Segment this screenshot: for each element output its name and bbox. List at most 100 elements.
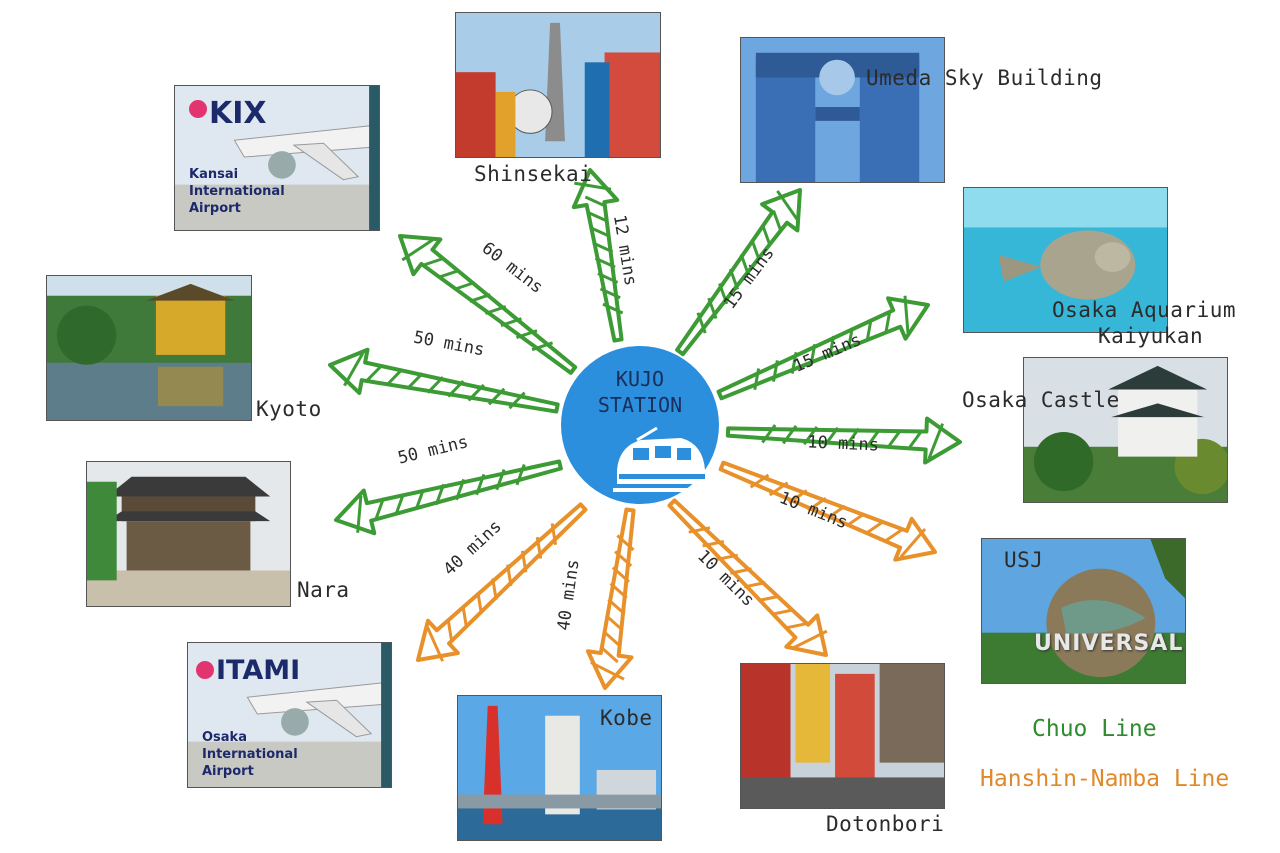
arrow-hatch	[467, 383, 485, 402]
arrow-hatch	[475, 473, 486, 496]
arrow-hatch	[716, 553, 738, 562]
arrow-hatch	[865, 428, 881, 448]
arrow-hatch	[599, 287, 621, 300]
kix-code: KIX	[209, 96, 267, 131]
arrow-hatch	[592, 241, 614, 254]
hub-title-line1: KUJO	[615, 367, 665, 391]
arrow-hatch	[865, 319, 873, 342]
arrow-hatch	[772, 210, 783, 232]
arrow-hatch	[790, 352, 798, 374]
travel-time-kix: 60 mins	[478, 238, 547, 298]
arrow-nara: 50 mins	[334, 432, 563, 536]
arrow-hatch	[884, 311, 892, 334]
arrow-shape-nara	[334, 459, 563, 536]
usj-label: USJ	[1004, 548, 1044, 572]
hub-title: KUJO STATION	[561, 366, 719, 418]
arrow-kobe: 40 mins	[554, 507, 636, 690]
kyoto-label: Kyoto	[256, 397, 322, 421]
arrow-hatch	[846, 327, 854, 350]
arrow-hatch	[883, 527, 904, 543]
arrow-hatch	[356, 495, 363, 533]
kobe-port-tower-photo	[457, 695, 662, 841]
arrow-hatch	[802, 425, 819, 446]
arrow-hatch	[771, 608, 794, 616]
arrow-hatch	[728, 268, 740, 290]
travel-time-castle: 10 mins	[807, 432, 879, 455]
arrow-hatch	[730, 567, 752, 575]
arrow-hatch	[757, 594, 780, 603]
arrow-hatch	[609, 582, 628, 600]
arrow-shape-castle	[725, 416, 962, 465]
arrow-hatch	[702, 540, 725, 548]
castle-label: Osaka Castle	[962, 388, 1120, 412]
arrow-hatch	[446, 619, 454, 642]
shinsekai-label: Shinsekai	[474, 162, 593, 186]
arrow-hatch	[500, 317, 522, 327]
travel-time-kobe: 40 mins	[554, 558, 584, 632]
arrow-dotonbori: 10 mins	[667, 498, 828, 657]
kobe-label: Kobe	[600, 706, 653, 730]
arrow-hatch	[574, 181, 612, 191]
arrow-hatch	[520, 550, 528, 573]
arrow-hatch	[739, 253, 750, 276]
dotonbori-label: Dotonbori	[826, 812, 945, 836]
arrow-hatch	[584, 195, 606, 208]
itami-airport-photo: ITAMI Osaka International Airport	[187, 642, 392, 788]
kix-name-3: Airport	[189, 201, 241, 216]
arrow-usj: 10 mins	[718, 460, 937, 562]
arrow-hatch	[826, 504, 846, 520]
arrow-hatch	[809, 343, 817, 366]
aquarium-seal-photo	[963, 187, 1168, 333]
travel-time-kyoto: 50 mins	[412, 328, 486, 361]
arrow-hatch	[605, 614, 624, 632]
arrow-hatch	[611, 566, 630, 583]
arrow-hatch	[406, 372, 424, 390]
itami-code: ITAMI	[216, 655, 301, 686]
arrow-hatch	[600, 646, 619, 664]
arrow-hatch	[484, 305, 507, 315]
arrow-hatch	[590, 661, 625, 681]
kix-airport-photo: KIX Kansai International Airport	[174, 85, 380, 231]
arrow-hatch	[385, 368, 404, 386]
arrow-hatch	[447, 380, 465, 398]
arrow-hatch	[506, 564, 513, 587]
nara-label: Nara	[297, 578, 350, 602]
osaka-castle-photo	[1023, 357, 1228, 503]
arrow-kix: 60 mins	[398, 234, 578, 375]
kyoto-kinkakuji-photo	[46, 275, 252, 421]
itami-name-1: Osaka	[202, 730, 247, 745]
arrow-hatch	[616, 534, 635, 551]
arrow-hatch	[535, 536, 543, 559]
arrow-hatch	[864, 520, 885, 535]
arrow-hatch	[602, 302, 624, 315]
travel-time-itami: 40 mins	[440, 517, 506, 580]
arrow-hatch	[597, 272, 619, 284]
arrow-hatch	[807, 497, 827, 512]
arrow-hatch	[828, 335, 835, 358]
arrow-hatch	[365, 364, 383, 383]
arrow-hatch	[589, 226, 611, 238]
kix-name-1: Kansai	[189, 167, 239, 182]
arrow-hatch	[772, 360, 779, 382]
arrow-umeda: 15 mins	[675, 188, 802, 357]
arrow-hatch	[343, 352, 365, 387]
kix-logo-icon	[189, 100, 207, 118]
arrow-hatch	[487, 387, 506, 406]
arrow-hatch	[845, 512, 866, 528]
arrow-hatch	[401, 238, 435, 262]
arrow-hatch	[707, 297, 718, 319]
arrow-hatch	[886, 429, 902, 449]
kix-name-2: International	[189, 184, 285, 199]
itami-name-3: Airport	[202, 764, 254, 779]
arrow-shape-usj	[718, 460, 937, 562]
arrow-hatch	[531, 341, 554, 352]
travel-time-aquarium: 15 mins	[791, 330, 865, 377]
legend-chuo-line: Chuo Line	[1032, 716, 1157, 742]
arrow-hatch	[750, 239, 761, 261]
aquarium-label-2: Kaiyukan	[1098, 324, 1204, 348]
arrow-hatch	[782, 425, 798, 445]
legend-hanshin-line: Hanshin-Namba Line	[980, 766, 1230, 792]
arrow-hatch	[607, 598, 626, 616]
